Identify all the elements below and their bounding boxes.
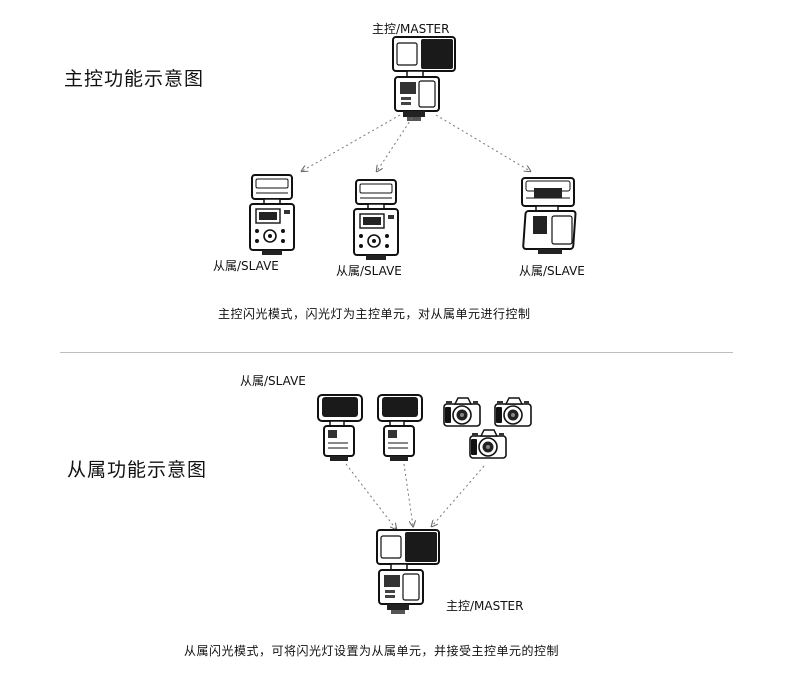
slave-flash-icon <box>521 177 577 254</box>
master-caption: 主控闪光模式，闪光灯为主控单元，对从属单元进行控制 <box>218 307 531 321</box>
slave-flash-icon <box>249 174 295 256</box>
slave-label-1: 从属/SLAVE <box>213 259 279 273</box>
dotted-arrow <box>345 463 396 529</box>
dotted-arrow <box>302 114 401 171</box>
slave-flash-icon <box>353 179 399 261</box>
slave-flash-icon <box>377 394 423 462</box>
master-label-top: 主控/MASTER <box>372 22 450 36</box>
master-flash-icon <box>376 529 440 615</box>
dotted-arrow <box>432 465 485 526</box>
master-flash-icon <box>392 36 456 122</box>
dslr-camera-icon <box>469 429 507 459</box>
slave-label-bottom: 从属/SLAVE <box>240 374 306 388</box>
slave-label-2: 从属/SLAVE <box>336 264 402 278</box>
dslr-camera-icon <box>494 397 532 427</box>
master-section-title: 主控功能示意图 <box>64 68 205 90</box>
dotted-arrow <box>403 463 413 526</box>
slave-label-3: 从属/SLAVE <box>519 264 585 278</box>
section-divider <box>60 352 733 353</box>
dotted-arrow <box>435 114 530 171</box>
master-label-bottom: 主控/MASTER <box>446 599 524 613</box>
slave-section-title: 从属功能示意图 <box>67 459 208 481</box>
dotted-arrow <box>377 117 413 171</box>
slave-flash-icon <box>317 394 363 462</box>
dslr-camera-icon <box>443 397 481 427</box>
slave-caption: 从属闪光模式，可将闪光灯设置为从属单元，并接受主控单元的控制 <box>184 644 560 658</box>
